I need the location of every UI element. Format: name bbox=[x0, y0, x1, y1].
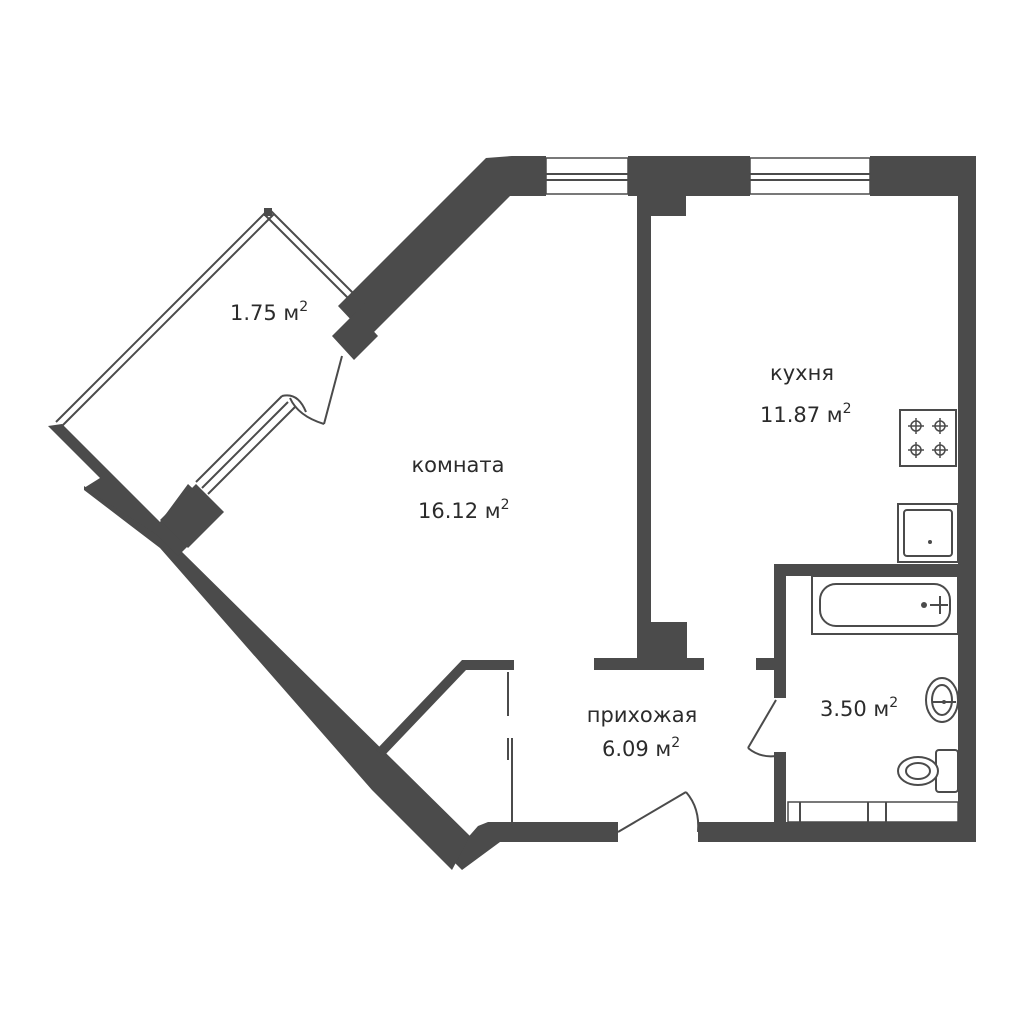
wall-bath-left-lower bbox=[774, 752, 786, 832]
stove-icon bbox=[899, 409, 957, 467]
toilet-icon bbox=[897, 749, 959, 793]
window-living bbox=[545, 157, 629, 195]
hall-area: 6.09 м2 bbox=[602, 735, 680, 761]
wall-bottom-right bbox=[698, 822, 976, 842]
balcony-area: 1.75 м2 bbox=[230, 299, 308, 325]
wall-top-middle bbox=[628, 156, 750, 216]
wall-bath-left-upper bbox=[774, 564, 786, 698]
wall-hall-top-left bbox=[594, 658, 704, 670]
door-bathroom bbox=[747, 699, 777, 758]
wall-balcony-jamb bbox=[332, 312, 378, 360]
door-entrance bbox=[617, 791, 700, 833]
wall-bottom-left bbox=[450, 822, 618, 870]
living-room-name: комната bbox=[411, 453, 504, 477]
living-room-area: 16.12 м2 bbox=[418, 497, 510, 523]
wall-partition-vertical bbox=[637, 196, 651, 626]
bathtub-icon bbox=[811, 575, 959, 635]
balcony-glazing bbox=[55, 208, 365, 427]
wall-right bbox=[958, 156, 976, 842]
window-bathroom bbox=[787, 801, 959, 823]
wall-diagonal-left bbox=[84, 486, 470, 870]
kitchen-sink-icon bbox=[897, 503, 959, 563]
kitchen-name: кухня bbox=[770, 361, 834, 385]
window-kitchen bbox=[749, 157, 871, 195]
wall-top-right bbox=[870, 156, 976, 196]
closet-sliding-door bbox=[507, 672, 513, 822]
wall-balcony-door-block bbox=[160, 484, 224, 548]
wall-top-left bbox=[338, 156, 546, 338]
kitchen-area: 11.87 м2 bbox=[760, 401, 852, 427]
hall-name: прихожая bbox=[587, 703, 697, 727]
washbasin-icon bbox=[925, 677, 959, 723]
wall-closet bbox=[376, 660, 514, 756]
balcony-sliding-door bbox=[195, 394, 307, 495]
door-balcony bbox=[289, 355, 343, 425]
wall-bath-top bbox=[774, 564, 960, 576]
wall-hall-top-right bbox=[756, 658, 778, 670]
bathroom-area: 3.50 м2 bbox=[820, 695, 898, 721]
